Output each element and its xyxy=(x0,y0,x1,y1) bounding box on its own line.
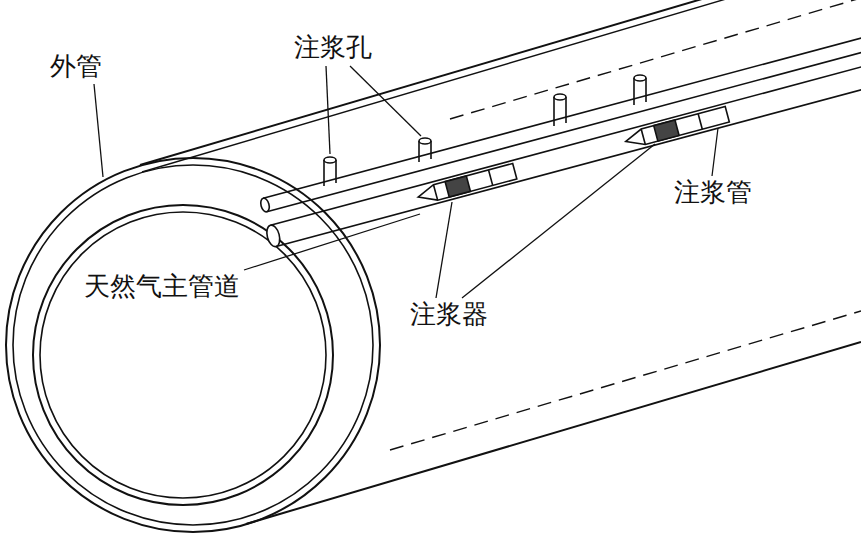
grout-tube-edge xyxy=(270,39,861,225)
part-label: 注浆器 xyxy=(408,300,490,330)
outer-pipe-rim xyxy=(6,158,380,532)
injector-ring xyxy=(698,114,702,129)
injector-core xyxy=(654,120,679,141)
grout-injector xyxy=(416,163,517,204)
leader-line xyxy=(244,214,420,270)
tube-end xyxy=(265,224,282,248)
injector-ring xyxy=(433,185,437,200)
part-label: 注浆管 xyxy=(672,178,754,208)
injector-core xyxy=(445,176,470,197)
leader-line xyxy=(350,66,421,136)
grout-hole xyxy=(634,75,646,81)
main-pipe-hidden-edge xyxy=(450,0,861,119)
main-pipe-inner-rim xyxy=(40,212,326,498)
main-pipe-hidden-edge xyxy=(390,311,861,450)
part-label: 外管 xyxy=(48,52,104,82)
part-label: 天然气主管道 xyxy=(82,272,242,302)
leader-line xyxy=(712,128,718,176)
outer-pipe-inner-top-edge xyxy=(142,0,861,172)
grout-injector xyxy=(624,107,730,150)
outer-pipe-bottom-edge xyxy=(246,342,861,524)
injector-ring xyxy=(641,129,645,144)
grout-tube-edge xyxy=(267,25,861,211)
hole-stub xyxy=(324,160,336,186)
grout-hole xyxy=(554,94,566,100)
hole-stub xyxy=(634,78,646,105)
injector-ring xyxy=(489,170,493,185)
grout-hole xyxy=(419,138,431,144)
hole-stub xyxy=(554,97,566,126)
part-label: 注浆孔 xyxy=(292,33,374,63)
grout-hole xyxy=(324,157,336,163)
leader-line xyxy=(94,84,103,177)
leader-line xyxy=(436,202,452,298)
main-pipe-rim xyxy=(33,205,333,505)
outer-pipe-inner-rim xyxy=(13,165,373,525)
leader-line xyxy=(326,66,330,154)
leader-line xyxy=(462,144,655,298)
grout-tube-edge xyxy=(276,60,861,246)
